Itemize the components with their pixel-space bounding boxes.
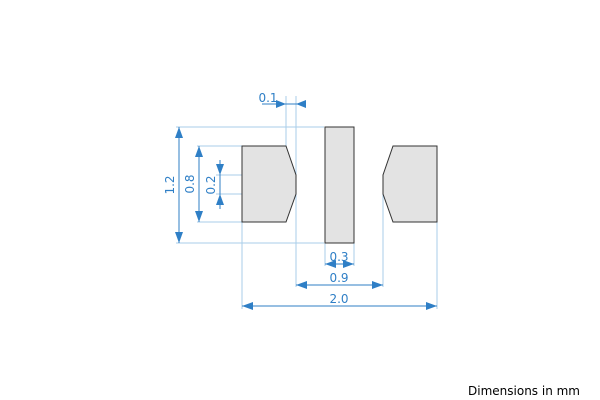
units-note: Dimensions in mm xyxy=(468,384,580,398)
right-pad xyxy=(382,145,438,223)
dimension-label-height-pad: 0.8 xyxy=(183,174,197,193)
arrow-icon xyxy=(372,281,383,289)
arrow-icon xyxy=(296,281,307,289)
dimension-height-notch: 0.2 xyxy=(204,160,224,209)
arrow-icon xyxy=(242,302,253,310)
center-pad xyxy=(324,126,355,244)
arrow-icon xyxy=(426,302,437,310)
arrow-icon xyxy=(195,211,203,222)
dimension-label-width-total: 2.0 xyxy=(329,292,348,306)
arrow-icon xyxy=(216,164,224,175)
left-pad xyxy=(241,145,297,223)
arrow-icon xyxy=(325,260,336,268)
dimension-label-height-total: 1.2 xyxy=(163,175,177,194)
dimension-gap: 0.1 xyxy=(258,91,306,108)
dimension-width-inner: 0.9 xyxy=(296,271,383,289)
arrow-icon xyxy=(296,100,306,108)
dimension-label-width-center: 0.3 xyxy=(329,250,348,264)
dimension-label-width-inner: 0.9 xyxy=(329,271,348,285)
dimension-height-pad: 0.8 xyxy=(183,146,203,222)
arrow-icon xyxy=(175,232,183,243)
arrow-icon xyxy=(276,100,286,108)
dimension-width-center: 0.3 xyxy=(325,250,354,268)
arrow-icon xyxy=(343,260,354,268)
arrow-icon xyxy=(216,194,224,205)
dimension-width-total: 2.0 xyxy=(242,292,437,310)
arrow-icon xyxy=(175,127,183,138)
arrow-icon xyxy=(195,146,203,157)
dimension-label-gap: 0.1 xyxy=(258,91,277,105)
dimension-label-height-notch: 0.2 xyxy=(204,175,218,194)
dimension-height-total: 1.2 xyxy=(163,127,183,243)
